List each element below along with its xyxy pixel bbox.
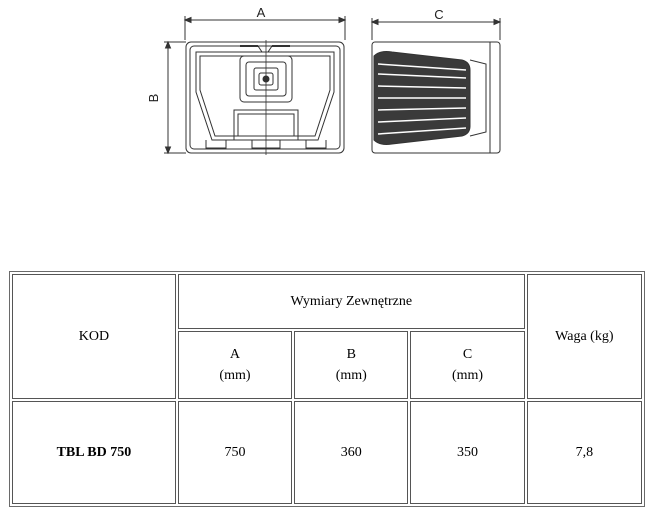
weight-cell: 7,8 [526,401,642,504]
spec-table: KOD Wymiary Zewnętrzne Waga (kg) A (mm) … [9,271,645,507]
column-a-letter: A [229,347,241,362]
value-c-cell: 350 [410,401,525,504]
column-c-unit: (mm) [451,368,484,383]
dimension-a-label: A [257,5,266,20]
dimension-c-label: C [434,7,443,22]
value-b-cell: 360 [294,401,409,504]
column-b-header: B (mm) [294,331,409,399]
code-header: KOD [12,274,176,399]
table-header-row: KOD Wymiary Zewnętrzne Waga (kg) [12,274,642,399]
product-code-cell: TBL BD 750 [12,401,176,504]
weight-header: Waga (kg) [526,274,642,399]
column-b-letter: B [346,347,356,362]
dimension-b-label: B [146,94,161,103]
table-subheader-row: A (mm) B (mm) C (mm) [12,331,642,399]
column-a-unit: (mm) [219,368,251,383]
front-view [164,16,347,155]
dimensions-header: Wymiary Zewnętrzne [177,274,525,329]
value-a-cell: 750 [177,401,293,504]
column-c-header: C (mm) [410,331,525,399]
column-c-letter: C [462,347,473,362]
table-row: TBL BD 750 750 360 350 7,8 [12,401,642,504]
side-view [370,18,502,154]
column-b-unit: (mm) [335,368,367,383]
column-a-header: A (mm) [177,331,293,399]
technical-drawing: A B C [146,5,502,155]
